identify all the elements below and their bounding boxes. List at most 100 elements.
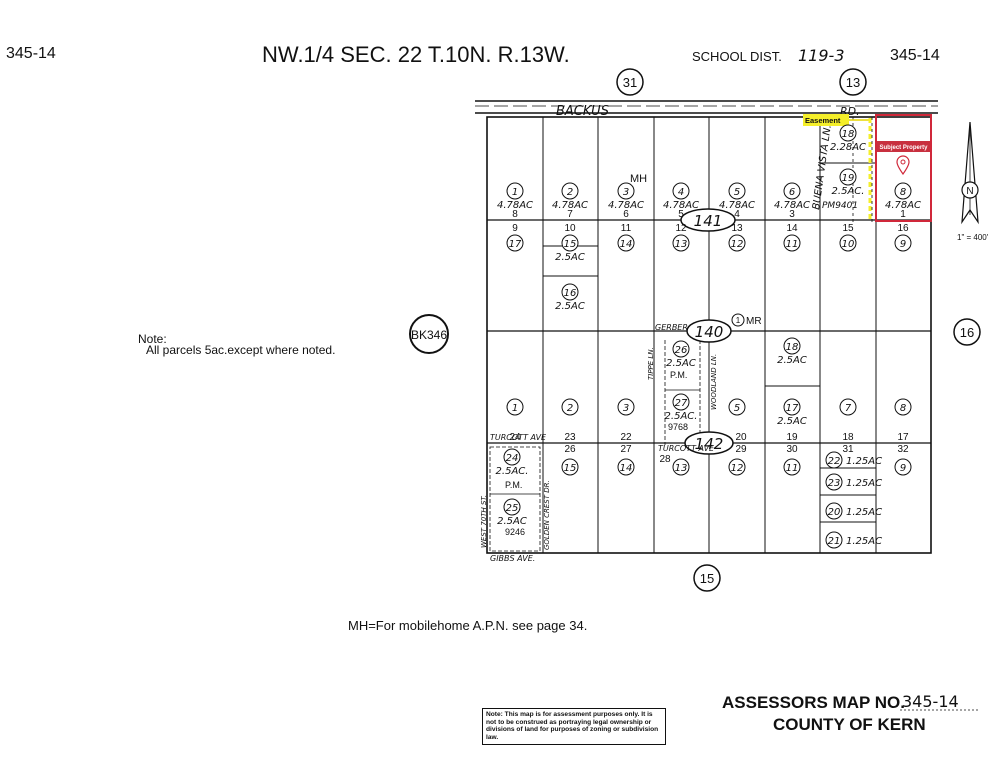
svg-text:1: 1 (736, 316, 741, 325)
lot-number: 9 (512, 223, 518, 234)
parcel-number: 18 (842, 129, 855, 140)
header-right-code: 345-14 (890, 47, 940, 64)
subject-property: Subject Property (875, 114, 932, 222)
turcott-mid-label: TURCOTT AVE (658, 444, 715, 453)
parcel-number: 7 (845, 403, 852, 414)
parcel-number: 18 (786, 342, 799, 353)
parcel-number: 21 (828, 536, 841, 547)
county-label: COUNTY OF KERN (773, 715, 926, 734)
header-left-code: 345-14 (6, 45, 56, 62)
gerber-label: GERBER (655, 323, 688, 332)
parcel-number: 26 (675, 345, 688, 356)
parcel-number: 24 (506, 453, 519, 464)
disclaimer-text: Note: This map is for assessment purpose… (486, 711, 659, 741)
parcel-18: 18 2.28AC (830, 124, 866, 153)
parcel-area: 2.28AC (830, 142, 866, 153)
parcel-number: 17 (509, 239, 522, 250)
lot-number: 10 (564, 223, 576, 234)
parcel-8: 817 (894, 398, 912, 443)
lot-number: 11 (621, 223, 632, 234)
parcel-area: 2.5AC. (496, 466, 529, 477)
parcel-number: 14 (620, 239, 633, 250)
lot-number: 19 (786, 432, 798, 443)
lot-number: 13 (731, 223, 743, 234)
parcel-number: 20 (828, 507, 841, 518)
svg-text:BK346: BK346 (411, 328, 447, 342)
section-frame (486, 116, 932, 554)
parcel-number: 22 (828, 456, 841, 467)
parcel-27: 272.5AC. (665, 393, 697, 422)
parcel-area: 2.5AC. (832, 186, 865, 197)
parcel-number: 3 (623, 187, 629, 198)
easement-highlight: Easement (803, 114, 872, 220)
lot-number: 29 (735, 444, 747, 455)
parcel-area: 4.78AC (552, 200, 588, 211)
gibbs-label: GIBBS AVE. (490, 554, 535, 563)
svg-text:15: 15 (700, 571, 714, 586)
parcel-number: 27 (675, 398, 688, 409)
buena-vista-label: BUENA VISTA LN. (811, 124, 834, 210)
parcel-16: 162.5AC (555, 283, 585, 312)
lot-number: 14 (786, 223, 798, 234)
lot-number: 26 (564, 444, 576, 455)
svg-text:140: 140 (695, 323, 724, 341)
parcel-19: 19 2.5AC. (832, 168, 865, 197)
school-district-value: 119-3 (798, 46, 845, 65)
lot-number: 32 (897, 444, 909, 455)
parcel-number: 13 (675, 239, 688, 250)
parcel-area: 1.25AC (846, 478, 882, 489)
neighbor-book-346: BK346 (409, 314, 449, 354)
parcel-number: 14 (620, 463, 633, 474)
parcel-area: 1.25AC (846, 536, 882, 547)
parcel-21: 21 1.25AC (825, 531, 882, 549)
parcel-area: 2.5AC (555, 301, 585, 312)
mh-label: MH (630, 173, 647, 185)
lot-number: 8 (512, 209, 518, 220)
parcel-number: 9 (900, 463, 906, 474)
parcel-number: 2 (567, 187, 573, 198)
neighbor-sheet-13: 13 (839, 68, 867, 96)
lot-number: 3 (789, 209, 795, 220)
parcel-area: 4.78AC (885, 200, 921, 211)
pm-sw-number: 9246 (505, 527, 525, 537)
map-title: NW.1/4 SEC. 22 T.10N. R.13W. (262, 42, 570, 67)
easement-label: Easement (805, 116, 841, 125)
woodland-label: WOODLAND LN. (710, 354, 718, 410)
lot-number: 30 (786, 444, 798, 455)
lot-number: 1 (900, 209, 906, 220)
turcott-west-label: TURCOTT AVE (490, 433, 547, 442)
neighbor-sheet-16: 16 (953, 318, 981, 346)
lot-number: 31 (842, 444, 854, 455)
parcel-number: 3 (623, 403, 629, 414)
assessors-map-number: 345-14 (902, 692, 959, 711)
parcel-number: 11 (786, 463, 799, 474)
school-district-label: SCHOOL DIST. (692, 49, 782, 64)
parcel-number: 19 (842, 173, 855, 184)
parcel-number: 9 (900, 239, 906, 250)
parcel-number: 15 (564, 239, 577, 250)
lot-number: 16 (897, 223, 909, 234)
parcel-area: 2.5AC (497, 516, 527, 527)
parcel-26: 262.5AC (666, 340, 696, 369)
parcel-area: 4.78AC (497, 200, 533, 211)
parcel-area: 2.5AC (555, 252, 585, 263)
lot-number: 22 (620, 432, 632, 443)
parcel-18: 182.5AC (777, 337, 807, 366)
lot-number: 24 (509, 432, 521, 443)
mr-marker: 1 MR (731, 313, 762, 327)
parcel-5: 520 (728, 398, 747, 443)
svg-text:16: 16 (960, 325, 974, 340)
